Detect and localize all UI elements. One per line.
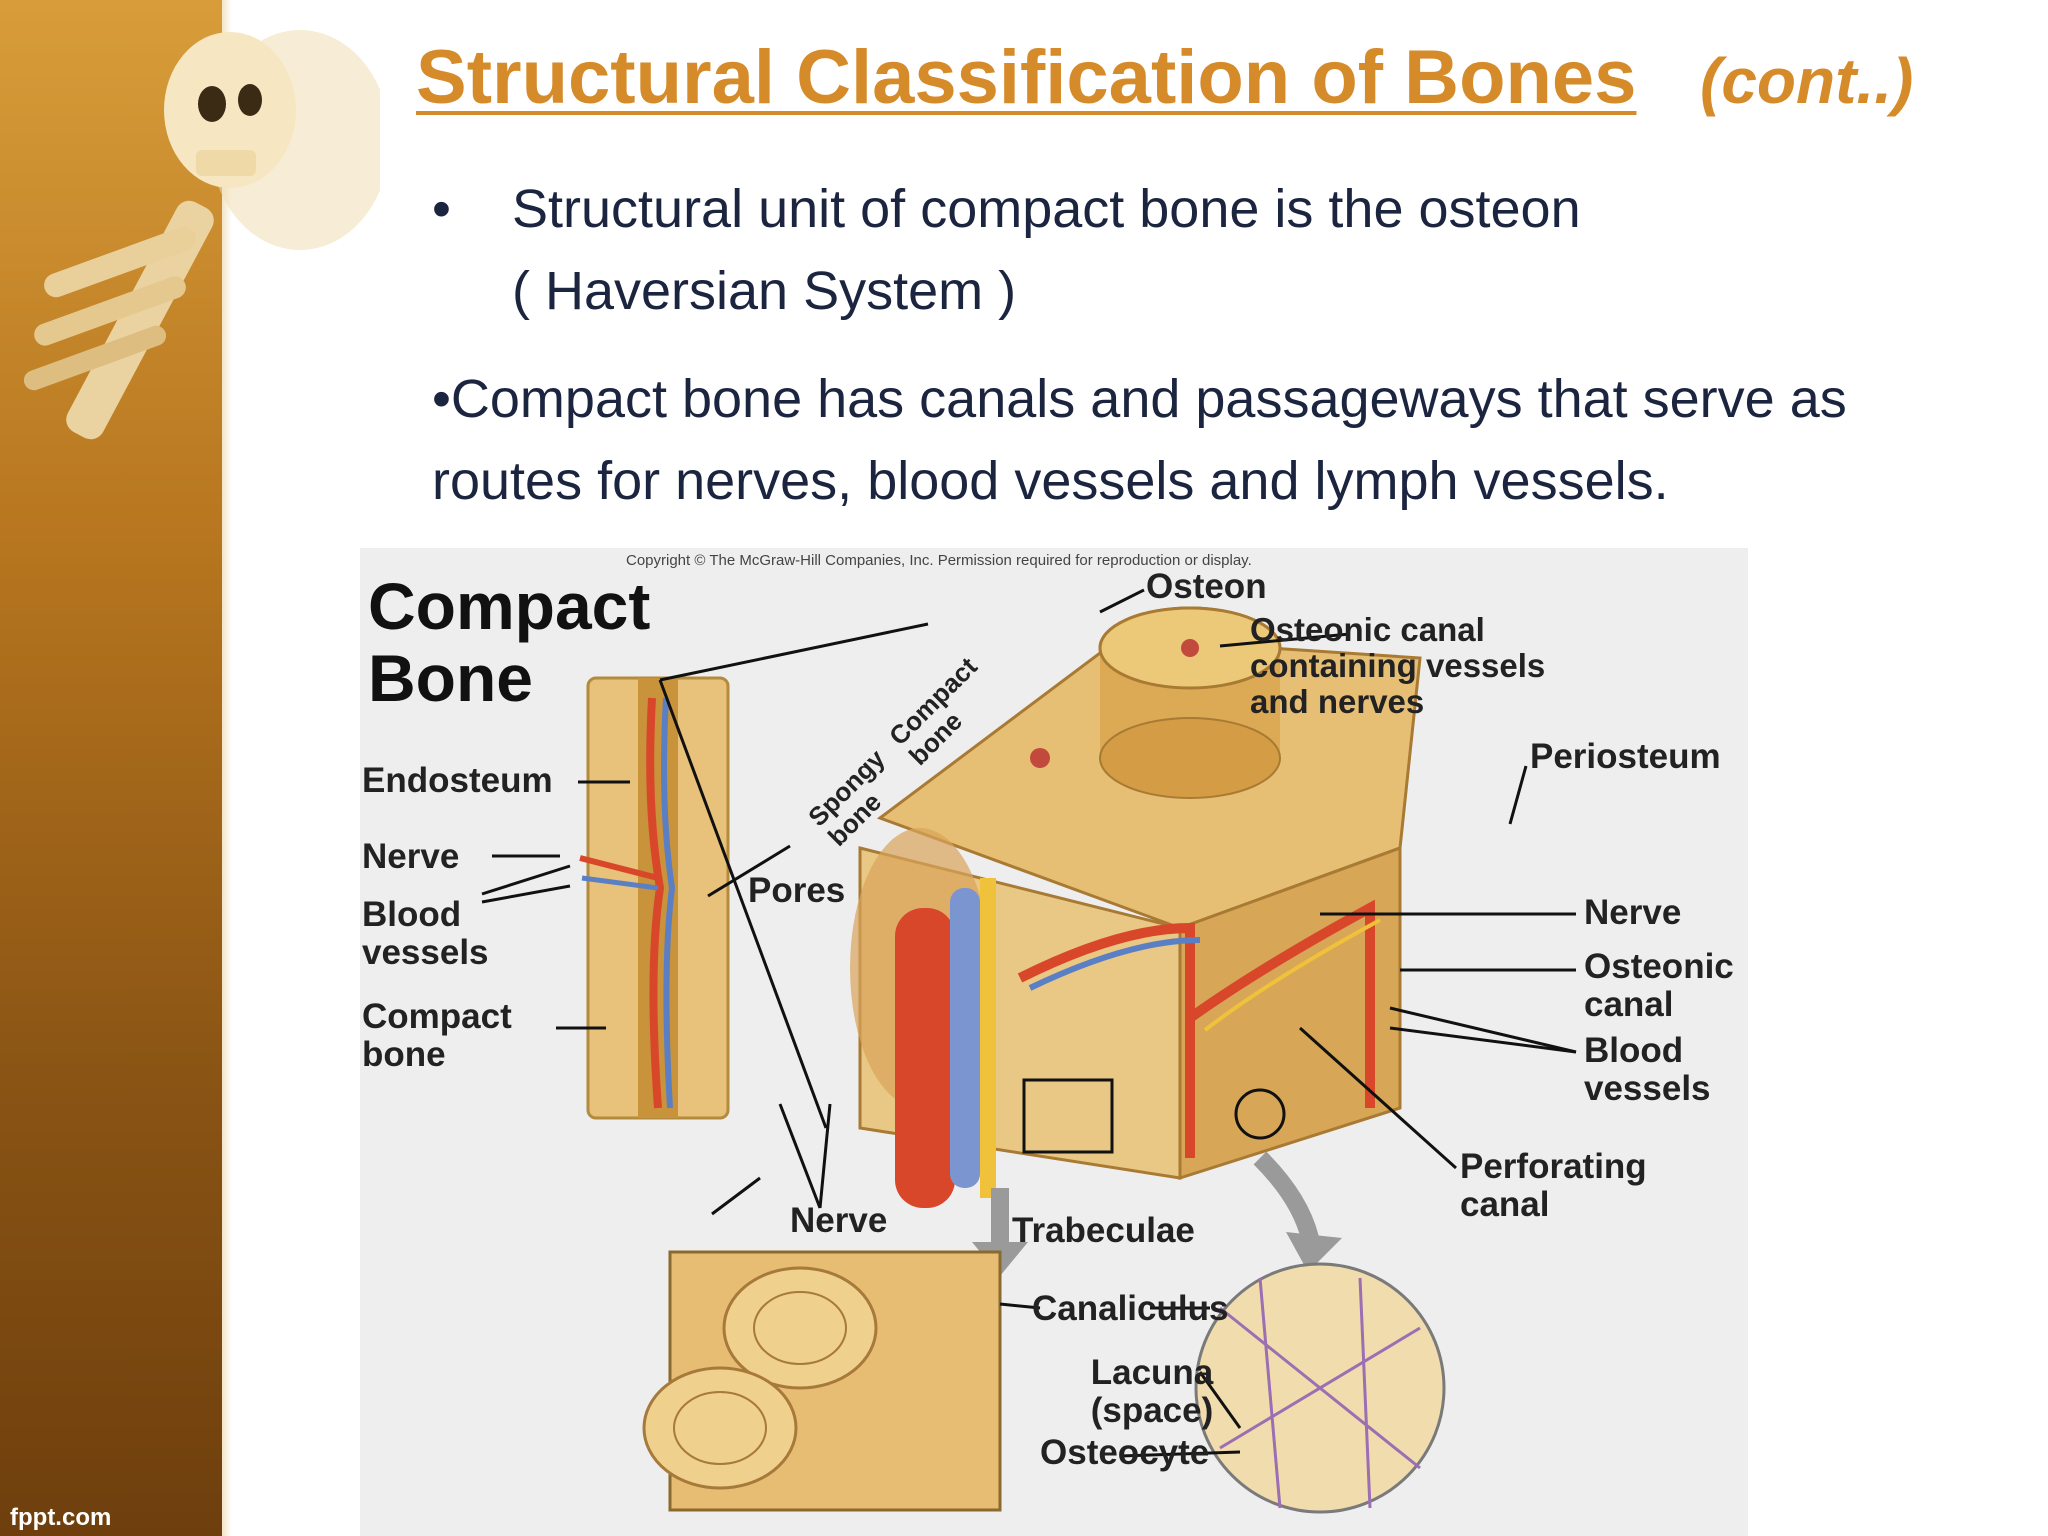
label-blood-vessels-right: Blood vessels	[1584, 1031, 1711, 1108]
figure-copyright: Copyright © The McGraw-Hill Companies, I…	[626, 552, 1252, 569]
label-compact-bone-left: Compact bone	[362, 997, 512, 1074]
diagram-drawing	[481, 588, 1577, 1514]
label-nerve-right: Nerve	[1584, 893, 1682, 932]
bullet-text-2: •Compact bone has canals and passageways…	[432, 369, 1847, 511]
label-nerve-left: Nerve	[362, 837, 460, 876]
label-perforating-canal: Perforating canal	[1460, 1147, 1647, 1224]
slide-title: Structural Classification of Bones	[416, 35, 1637, 120]
label-osteonic-canal-right: Osteonic canal	[1584, 947, 1734, 1024]
figure-heading: Compact Bone	[368, 569, 651, 715]
label-blood-vessels-left: Blood vessels	[362, 895, 489, 972]
sidebar-edge	[222, 0, 232, 1536]
label-osteocyte: Osteocyte	[1040, 1433, 1210, 1472]
label-lacuna: Lacuna (space)	[1090, 1353, 1214, 1430]
footer-logo: fppt.com	[10, 1504, 112, 1531]
bullet-icon: •	[432, 179, 451, 239]
title-area: Structural Classification of Bones (cont…	[416, 34, 2016, 126]
slide-subtitle: (cont..)	[1700, 45, 1914, 117]
label-endosteum: Endosteum	[362, 761, 553, 800]
bullet-text-1: Structural unit of compact bone is the o…	[512, 179, 1581, 321]
label-osteon: Osteon	[1146, 567, 1267, 606]
compact-bone-diagram: Copyright © The McGraw-Hill Companies, I…	[360, 548, 1748, 1536]
skeleton-image	[23, 30, 380, 440]
label-canaliculus: Canaliculus	[1032, 1289, 1229, 1328]
bullet-item-2: •Compact bone has canals and passageways…	[432, 358, 1992, 522]
label-periosteum: Periosteum	[1530, 737, 1721, 776]
label-pores: Pores	[748, 871, 846, 910]
label-nerve-bottom: Nerve	[790, 1201, 888, 1240]
label-trabeculae: Trabeculae	[1012, 1211, 1195, 1250]
label-osteonic-canal-top: Osteonic canal containing vessels and ne…	[1250, 611, 1546, 720]
